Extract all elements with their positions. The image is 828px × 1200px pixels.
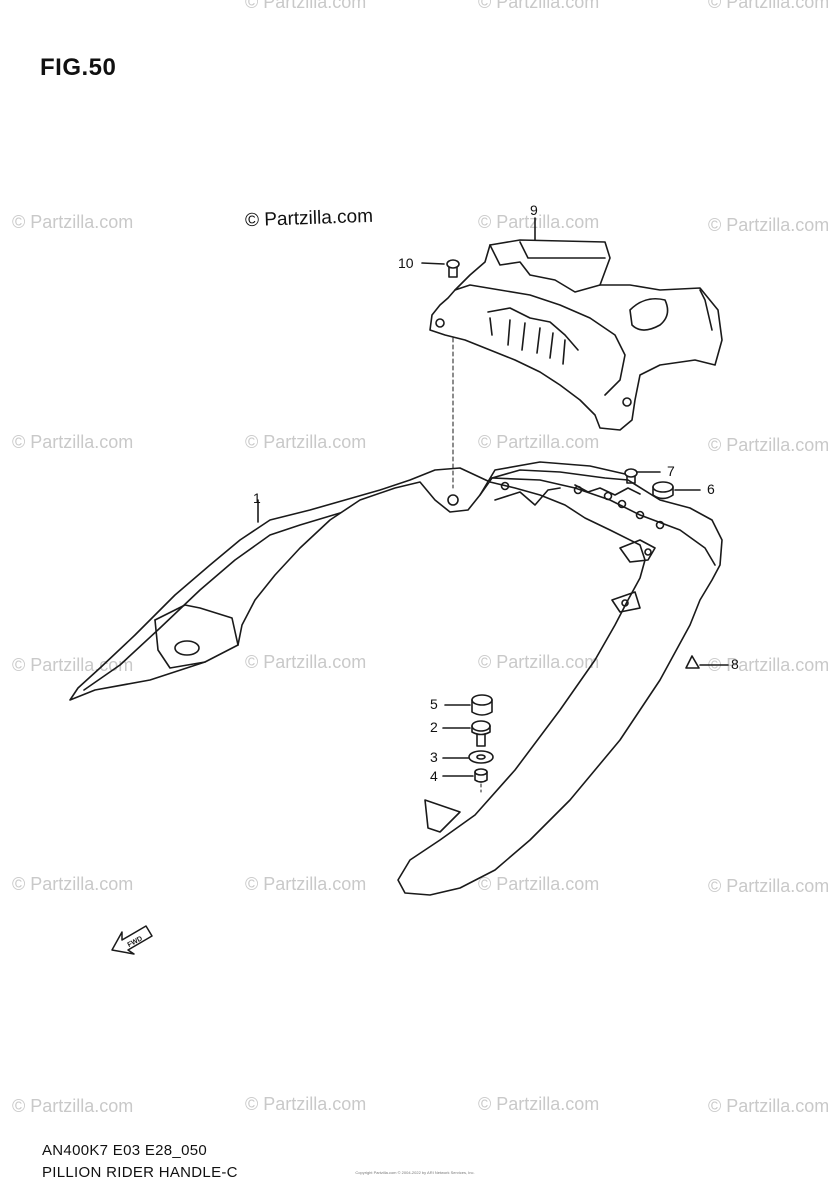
callout-10: 10: [398, 255, 414, 271]
watermark: © Partzilla.com: [478, 652, 600, 672]
cushion-6: [652, 481, 701, 500]
watermark: © Partzilla.com: [245, 874, 367, 894]
watermark: © Partzilla.com: [245, 1094, 367, 1114]
watermark: © Partzilla.com: [12, 432, 134, 452]
watermark: © Partzilla.com: [245, 652, 367, 672]
callout-1: 1: [253, 490, 261, 506]
watermark: © Partzilla.com: [708, 876, 828, 896]
bolt-2: [442, 720, 491, 747]
cap-5: [444, 694, 493, 716]
watermark: © Partzilla.com: [708, 1096, 828, 1116]
watermark: © Partzilla.com: [12, 212, 134, 232]
watermark: © Partzilla.com: [245, 0, 367, 12]
rear-grip-cover: [429, 239, 723, 431]
callout-4: 4: [430, 768, 438, 784]
watermark: © Partzilla.com: [478, 874, 600, 894]
callout-9: 9: [530, 202, 538, 218]
watermark: © Partzilla.com: [12, 874, 134, 894]
watermark: © Partzilla.com: [478, 0, 600, 12]
watermark: © Partzilla.com: [708, 0, 828, 12]
callout-7: 7: [667, 463, 675, 479]
callout-3: 3: [430, 749, 438, 765]
watermark: © Partzilla.com: [478, 432, 600, 452]
screw-10: [421, 259, 460, 489]
screw-7: [624, 468, 661, 484]
washer-3: [442, 750, 494, 764]
nut-8: [685, 655, 729, 669]
pillion-rider-handle: [69, 461, 723, 896]
collar-4: [442, 768, 488, 793]
watermark: © Partzilla.com: [708, 435, 828, 455]
watermark: © Partzilla.com: [12, 655, 134, 675]
model-code: AN400K7 E03 E28_050: [42, 1142, 207, 1159]
front-direction-arrow-icon: FWD: [111, 925, 153, 955]
callout-5: 5: [430, 696, 438, 712]
fine-print: Copyright Partzilla.com © 2004-2022 by A…: [355, 1170, 475, 1175]
callout-2: 2: [430, 719, 438, 735]
callout-6: 6: [707, 481, 715, 497]
callout-8: 8: [731, 656, 739, 672]
figure-title: FIG.50: [40, 54, 117, 81]
watermark: © Partzilla.com: [478, 212, 600, 232]
watermark: © Partzilla.com: [708, 655, 828, 675]
assembly-name: PILLION RIDER HANDLE-C: [42, 1164, 238, 1181]
watermark: © Partzilla.com: [245, 432, 367, 452]
watermark: © Partzilla.com: [708, 215, 828, 235]
watermark: © Partzilla.com: [478, 1094, 600, 1114]
watermark: © Partzilla.com: [12, 1096, 134, 1116]
